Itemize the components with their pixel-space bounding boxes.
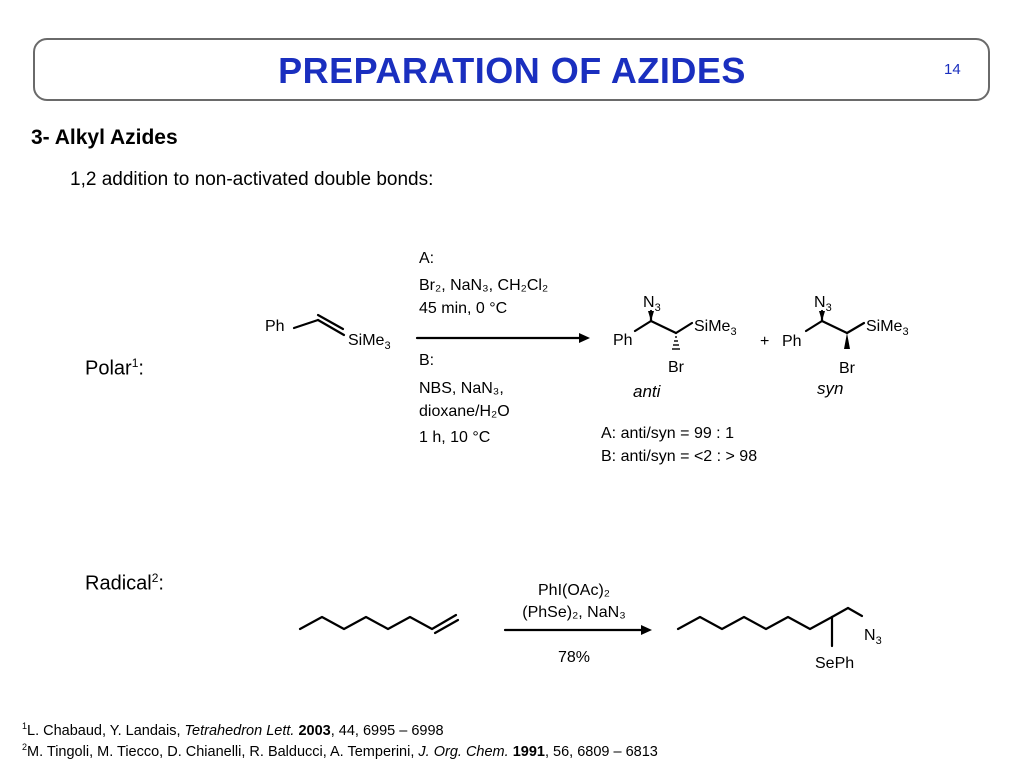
plus-sign: +	[760, 333, 769, 350]
svg-text:Ph: Ph	[613, 332, 633, 349]
reactant-ph-label: Ph	[265, 318, 285, 335]
condition-b-reagents: NBS, NaN₃,	[419, 380, 504, 397]
svg-text:Br: Br	[839, 360, 856, 377]
ratio-a: A: anti/syn = 99 : 1	[601, 425, 734, 442]
syn-product-label: syn	[817, 379, 843, 398]
subtitle: 1,2 addition to non-activated double bon…	[70, 169, 434, 190]
radical-reagent-2: (PhSe)₂, NaN₃	[522, 604, 625, 621]
title-frame	[33, 38, 990, 101]
condition-b-solvent: dioxane/H₂O	[419, 403, 510, 420]
condition-a-time: 45 min, 0 °C	[419, 300, 507, 317]
svg-text:SiMe3: SiMe3	[866, 318, 909, 338]
condition-a-label: A:	[419, 250, 434, 267]
slide-number: 14	[944, 61, 961, 78]
svg-text:Br: Br	[668, 359, 685, 376]
svg-text:N3: N3	[864, 627, 882, 647]
ratio-b: B: anti/syn = <2 : > 98	[601, 448, 757, 465]
reference-1: 1L. Chabaud, Y. Landais, Tetrahedron Let…	[22, 721, 444, 739]
condition-b-time: 1 h, 10 °C	[419, 429, 490, 446]
slide-title: PREPARATION OF AZIDES	[278, 50, 746, 91]
radical-label: Radical2:	[85, 571, 164, 595]
condition-b-label: B:	[419, 352, 434, 369]
radical-reagent-1: PhI(OAc)₂	[538, 582, 610, 599]
condition-a-reagents: Br₂, NaN₃, CH₂Cl₂	[419, 277, 548, 294]
polar-label: Polar1:	[85, 356, 144, 380]
svg-text:SiMe3: SiMe3	[694, 318, 737, 338]
section-heading: 3- Alkyl Azides	[31, 126, 178, 149]
reactant-sime3-label: SiMe3	[348, 332, 391, 352]
svg-text:Ph: Ph	[782, 333, 802, 350]
svg-text:SePh: SePh	[815, 655, 854, 672]
anti-product-label: anti	[633, 382, 662, 401]
reference-2: 2M. Tingoli, M. Tiecco, D. Chianelli, R.…	[22, 742, 658, 760]
radical-yield: 78%	[558, 649, 590, 666]
